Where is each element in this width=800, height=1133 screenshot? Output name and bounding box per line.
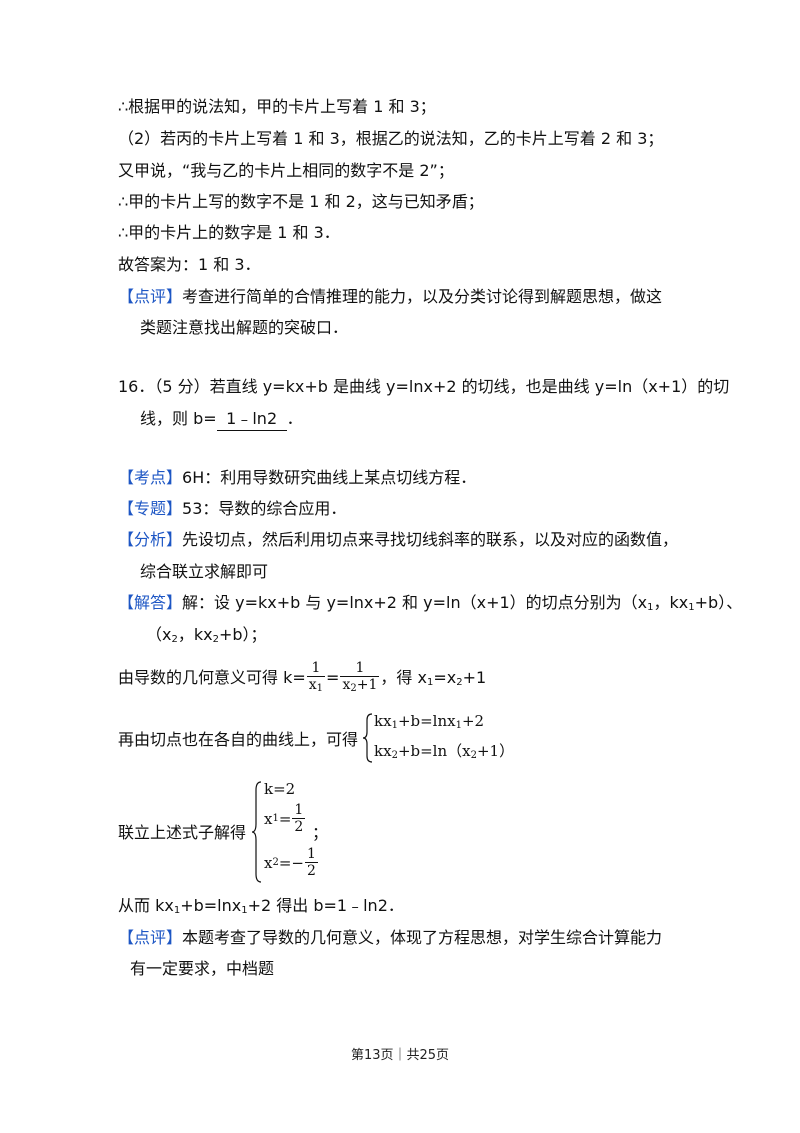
zhuanti-text: 53：导数的综合应用． — [182, 499, 347, 518]
comment2-tag: 【点评】 — [118, 928, 183, 947]
fenxi: 【分析】先设切点，然后利用切点来寻找切线斜率的联系，以及对应的函数值， — [118, 529, 678, 551]
comment2-text: 本题考查了导数的几何意义，体现了方程思想，对学生综合计算能力 — [182, 928, 663, 947]
jieda-tag: 【解答】 — [118, 593, 183, 612]
curve-lead: 再由切点也在各自的曲线上，可得 — [118, 730, 359, 749]
comment-2: 【点评】本题考查了导数的几何意义，体现了方程思想，对学生综合计算能力 — [118, 927, 662, 949]
fenxi-cont: 综合联立求解即可 — [140, 562, 269, 581]
kaodian: 【考点】6H：利用导数研究曲线上某点切线方程． — [118, 467, 476, 489]
question-16-line2: 线，则 b=1﹣ln2． — [140, 408, 303, 431]
solve-k: k=2 — [264, 780, 296, 798]
fenxi-tag: 【分析】 — [118, 530, 183, 549]
text-line-2: （2）若丙的卡片上写着 1 和 3，根据乙的说法知，乙的卡片上写着 2 和 3； — [118, 129, 664, 148]
curve-row-2: kx2+b=ln（x2+1） — [374, 742, 515, 761]
curve-row-1: kx1+b=lnx1+2 — [374, 712, 485, 731]
jieda-cont: （x2，kx2+b）； — [146, 625, 267, 645]
zhuanti-tag: 【专题】 — [118, 499, 183, 518]
text-line-3: 又甲说，“我与乙的卡片上相同的数字不是 2”； — [118, 161, 454, 180]
solve-semicolon: ； — [312, 823, 329, 842]
page-footer: 第13页｜共25页 — [350, 1048, 450, 1063]
text-line-1: ∴根据甲的说法知，甲的卡片上写着 1 和 3； — [118, 97, 436, 116]
jieda: 【解答】解：设 y=kx+b 与 y=lnx+2 和 y=ln（x+1）的切点分… — [118, 593, 743, 613]
solve-lead: 联立上述式子解得 — [118, 823, 247, 842]
comment-2-cont: 有一定要求，中档题 — [130, 959, 275, 978]
fenxi-text: 先设切点，然后利用切点来寻找切线斜率的联系，以及对应的函数值， — [182, 530, 679, 549]
kaodian-text: 6H：利用导数研究曲线上某点切线方程． — [182, 468, 477, 487]
comment-1: 【点评】考查进行简单的合情推理的能力，以及分类讨论得到解题思想，做这 — [118, 286, 662, 308]
result-line: 从而 kx1+b=lnx1+2 得出 b=1﹣ln2． — [118, 896, 404, 916]
left-brace-2 — [251, 781, 262, 883]
text-line-4: ∴甲的卡片上写的数字不是 1 和 2，这与已知矛盾； — [118, 192, 484, 211]
zhuanti: 【专题】53：导数的综合应用． — [118, 498, 346, 520]
comment-1-cont: 类题注意找出解题的突破口． — [140, 318, 349, 337]
question-16-line1: 16．（5 分）若直线 y=kx+b 是曲线 y=lnx+2 的切线，也是曲线 … — [118, 377, 730, 396]
text-line-6: 故答案为：1 和 3． — [118, 255, 261, 274]
left-brace-1 — [362, 713, 373, 763]
comment-text: 考查进行简单的合情推理的能力，以及分类讨论得到解题思想，做这 — [182, 287, 663, 306]
comment-tag: 【点评】 — [118, 287, 183, 306]
text-line-5: ∴甲的卡片上的数字是 1 和 3． — [118, 223, 340, 242]
question-text: 线，则 b= — [140, 409, 217, 428]
kaodian-tag: 【考点】 — [118, 468, 183, 487]
answer-blank: 1﹣ln2 — [216, 408, 287, 431]
